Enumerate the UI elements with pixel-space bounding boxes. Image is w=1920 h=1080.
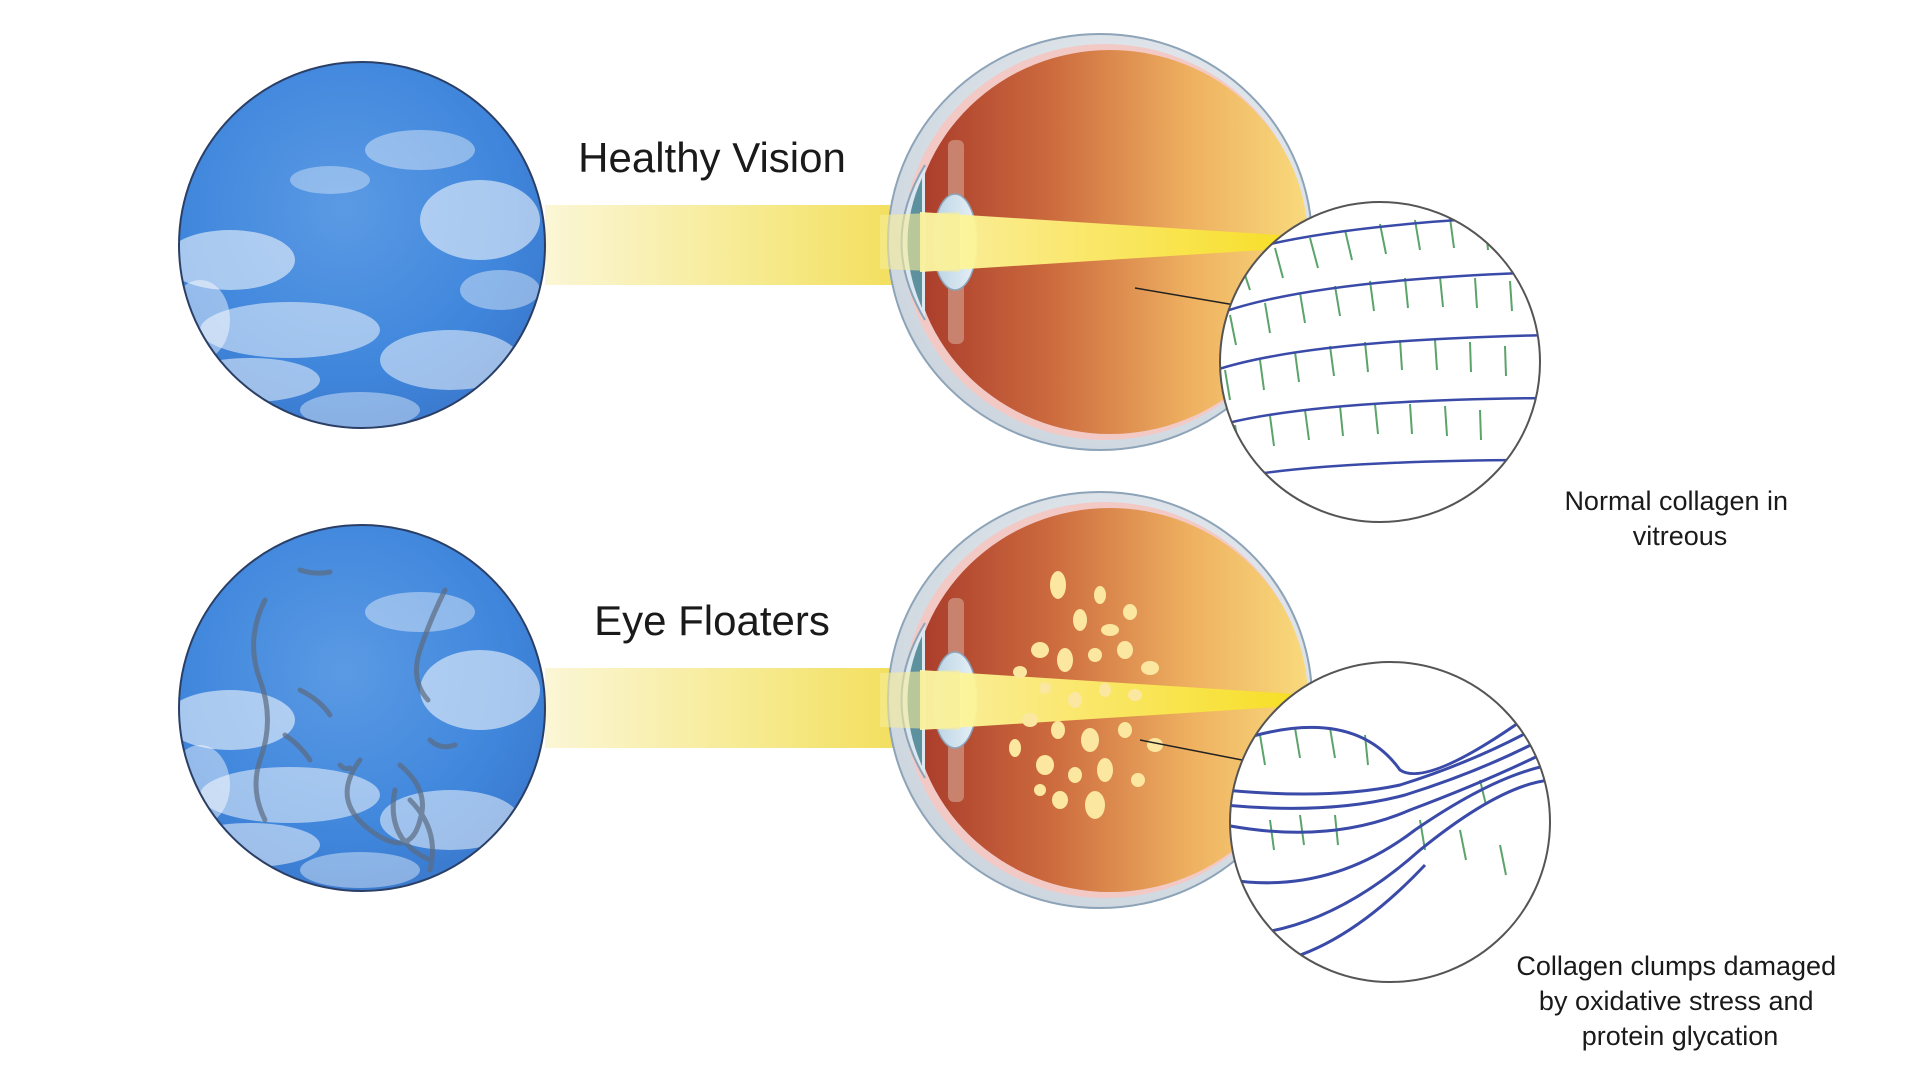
healthy-vision-row: Healthy Vision [178, 33, 1795, 551]
floaters-caption: Collagen clumps damaged by oxidative str… [1516, 951, 1843, 1051]
eye-floaters-row: Eye Floaters [178, 491, 1843, 1051]
magnified-collagen-icon [1229, 661, 1551, 983]
magnified-collagen-icon [1219, 201, 1541, 523]
sky-view-with-floaters-icon [178, 524, 546, 892]
light-beam [545, 668, 920, 748]
eyeball-cross-section-icon [880, 491, 1313, 909]
healthy-caption: Normal collagen in vitreous [1564, 486, 1795, 551]
eyeball-cross-section-icon [880, 33, 1313, 451]
collagen-clump-particles [1009, 571, 1163, 819]
eye-floaters-title: Eye Floaters [594, 597, 830, 644]
focused-light [920, 212, 1295, 272]
focused-light [920, 670, 1295, 730]
light-beam [545, 205, 920, 285]
healthy-vision-title: Healthy Vision [578, 134, 846, 181]
sky-view-icon [178, 61, 546, 429]
floater-strands [251, 567, 458, 873]
